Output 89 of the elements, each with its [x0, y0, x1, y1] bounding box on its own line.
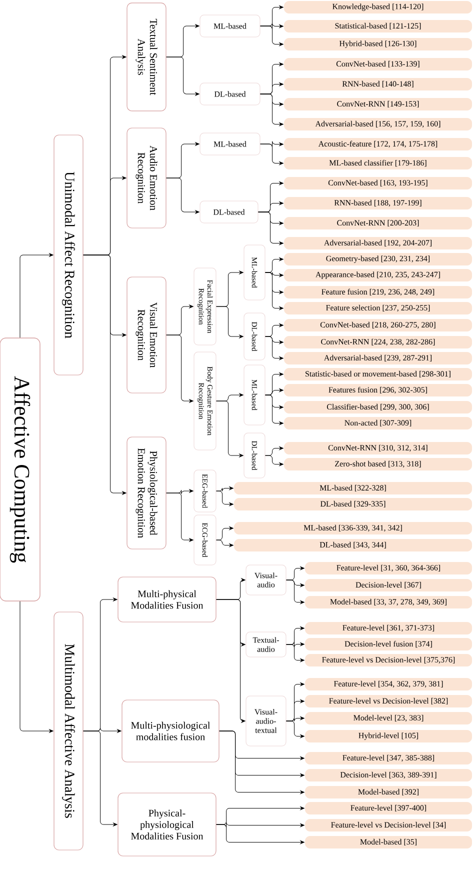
reference-box: ConvNet-based [163, 193-195]	[284, 177, 472, 190]
category-box: Multimodal Affective Analysis	[54, 612, 84, 850]
method-box: Textual-audio	[246, 632, 286, 658]
reference-box: Feature-level [354, 362, 379, 381]	[305, 678, 472, 690]
arrow	[216, 306, 244, 338]
reference-box: Model-level [23, 383]	[305, 712, 472, 724]
arrow	[265, 455, 284, 466]
reference-box: Statistical-based [121-125]	[284, 20, 472, 32]
method-box: ML-based	[200, 14, 260, 38]
category-box: Multi-physical Modalities Fusion	[118, 576, 216, 622]
arrow	[216, 490, 234, 506]
arrow	[286, 644, 304, 662]
reference-box: ConvNet-based [218, 260-275, 280]	[284, 319, 472, 332]
arrow	[20, 253, 54, 338]
reference-box: Feature-level vs Decision-level [382]	[305, 695, 472, 708]
arrow	[260, 94, 284, 126]
reference-box: Feature-level [397-400]	[305, 802, 472, 814]
arrow	[265, 272, 284, 310]
reference-box: Geometry-based [230, 231, 234]	[284, 253, 472, 266]
arrow	[265, 336, 284, 360]
topic-box: Affective Computing	[0, 338, 40, 602]
category-box: Unimodal Affect Recognition	[54, 134, 84, 376]
reference-box: Adversarial-based [156, 157, 159, 160]	[284, 118, 472, 130]
arrow	[260, 26, 284, 46]
arrow	[216, 824, 304, 844]
reference-box: ConvNet-based [133-139]	[284, 58, 472, 70]
reference-box: Decision-level [367]	[305, 579, 472, 592]
reference-box: Appearance-based [210, 235, 243-247]	[284, 269, 472, 282]
arrow	[166, 334, 194, 403]
reference-box: ConvNet-RNN [149-153]	[284, 98, 472, 110]
method-box: ML-based	[200, 132, 260, 156]
reference-box: Feature-level [31, 360, 364-366]	[305, 562, 472, 574]
arrow	[260, 144, 284, 165]
arrow	[216, 400, 244, 458]
reference-box: DL-based [343, 344]	[234, 539, 472, 552]
arrow	[216, 540, 234, 548]
arrow	[83, 730, 118, 826]
reference-box: Zero-shot based [313, 318]	[284, 458, 472, 470]
category-box: Audio Emotion Recognition	[126, 128, 166, 228]
method-box: Visual-audio-textual	[246, 696, 286, 746]
arrow	[216, 599, 246, 723]
reference-box: Acoustic-feature [172, 174, 175-178]	[284, 138, 472, 150]
arrow	[286, 720, 304, 738]
reference-box: Feature-level [361, 371-373]	[305, 622, 472, 634]
arrow	[166, 492, 194, 542]
reference-box: Feature-level vs Decision-level [34]	[305, 819, 472, 832]
reference-box: Feature-level [347, 385-388]	[305, 752, 472, 764]
reference-box: RNN-based [188, 197-199]	[284, 197, 472, 210]
method-box: Visual-audio	[246, 564, 286, 596]
arrow	[265, 394, 284, 426]
arrow	[166, 56, 200, 96]
reference-box: Knowledge-based [114-120]	[284, 0, 472, 14]
reference-box: ConvNet-RNN [224, 238, 282-286]	[284, 336, 472, 348]
category-box: Textual Sentiment Analysis	[126, 2, 166, 112]
reference-box: ML-based classifier [179-186]	[284, 157, 472, 170]
category-box: Multi-physiological modalities fusion	[122, 700, 220, 762]
category-box: Physiological-based Emotion Recognition	[126, 436, 166, 550]
reference-box: Hybrid-based [126-130]	[284, 38, 472, 50]
arrow	[20, 601, 54, 733]
reference-box: ML-based [336-339, 341, 342]	[234, 522, 472, 534]
reference-box: Model-based [33, 37, 278, 349, 369]	[305, 596, 472, 608]
reference-box: Model-based [35]	[305, 836, 472, 848]
category-box: Physical-physiological Modalities Fusion	[118, 792, 216, 856]
reference-box: Adversarial-based [239, 287-291]	[284, 352, 472, 364]
reference-box: Adversarial-based [192, 204-207]	[284, 237, 472, 250]
reference-box: ML-based [322-328]	[234, 482, 472, 494]
arrow	[83, 254, 126, 495]
arrow	[286, 580, 304, 604]
method-box: DL-based	[200, 82, 260, 106]
reference-box: Classifier-based [299, 300, 306]	[284, 401, 472, 414]
reference-box: DL-based [329-335]	[234, 498, 472, 510]
reference-box: Statistic-based or movement-based [298-301]	[284, 368, 472, 380]
reference-box: Features fusion [296, 302-305]	[284, 384, 472, 396]
method-box: DL-based	[200, 200, 258, 224]
category-box: Visual Emotion Recognition	[126, 276, 166, 394]
reference-box: Non-acted [307-309]	[284, 417, 472, 430]
reference-box: ConvNet-RNN [200-203]	[284, 217, 472, 230]
reference-box: RNN-based [140-148]	[284, 78, 472, 90]
reference-box: Feature fusion [219, 236, 248, 249]	[284, 286, 472, 298]
reference-box: Model-based [392]	[305, 786, 472, 798]
reference-box: Feature selection [237, 250-255]	[284, 302, 472, 314]
arrow	[258, 212, 284, 245]
reference-box: Decision-level [363, 389-391]	[305, 769, 472, 782]
reference-box: Feature-level vs Decision-level [375,376]	[305, 654, 472, 666]
reference-box: Decision-level fusion [374]	[305, 638, 472, 650]
reference-box: Hybrid-level [105]	[305, 730, 472, 742]
arrow	[219, 730, 304, 794]
arrow	[166, 178, 200, 214]
reference-box: ConvNet-RNN [310, 312, 314]	[284, 442, 472, 454]
